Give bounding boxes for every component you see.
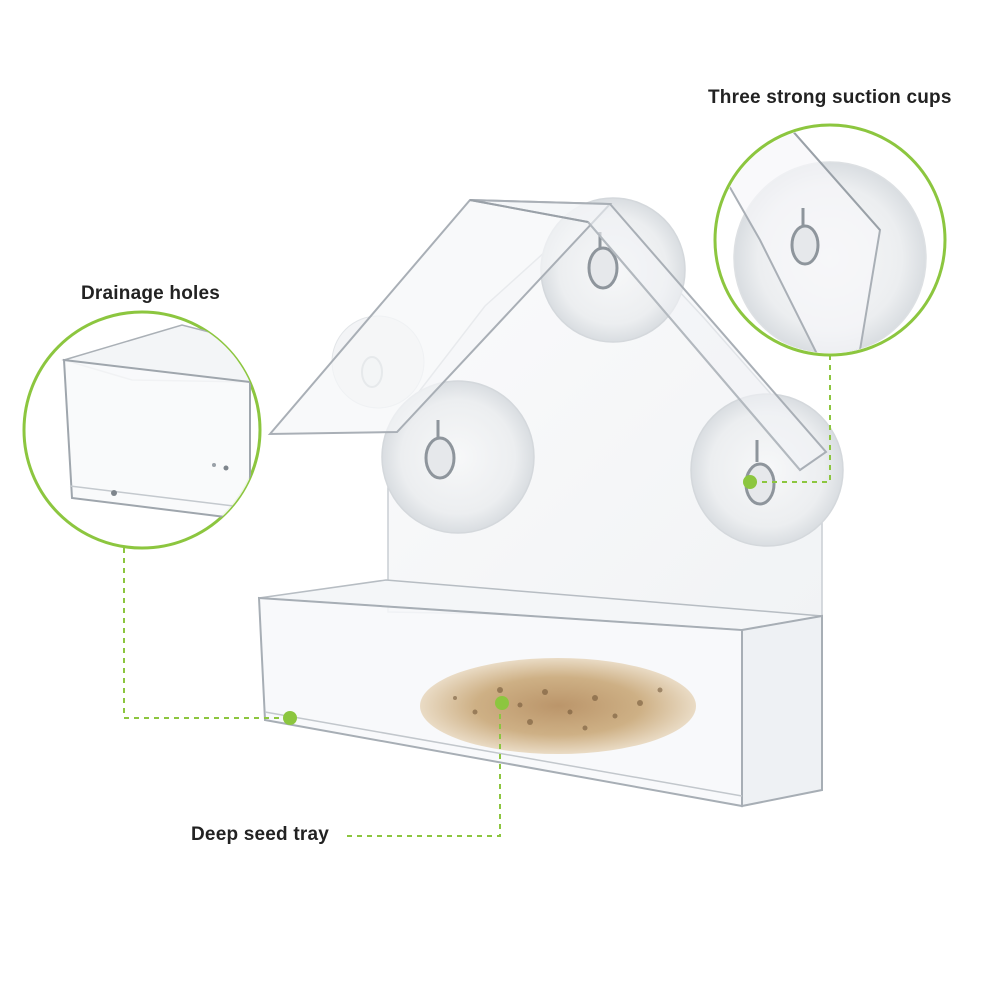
callout-drainage-holes — [22, 310, 262, 550]
seed-pile — [420, 658, 696, 754]
label-suction-cups: Three strong suction cups — [708, 87, 952, 108]
callout-connectors — [123, 355, 831, 837]
label-seed-tray: Deep seed tray — [191, 824, 329, 845]
dot-seed-tray — [495, 696, 509, 710]
label-drainage-holes: Drainage holes — [81, 283, 221, 304]
tray-right-wall — [741, 614, 823, 808]
dot-drainage — [283, 711, 297, 725]
seed-texture — [453, 687, 663, 731]
dot-suction — [743, 475, 757, 489]
suction-cup-left — [381, 380, 535, 534]
hook-left — [424, 420, 456, 480]
callout-suction-cups — [713, 123, 947, 357]
hook-top — [587, 232, 619, 290]
